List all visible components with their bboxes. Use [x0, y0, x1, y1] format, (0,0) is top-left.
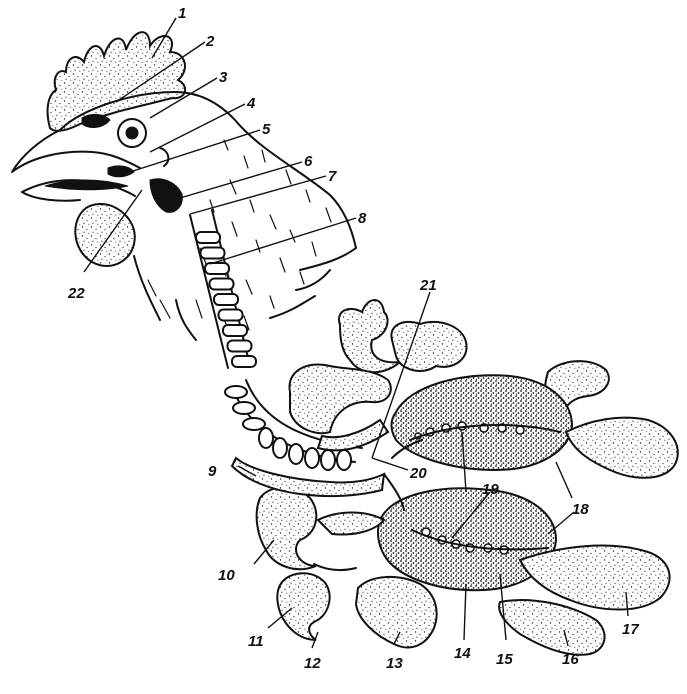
tracheal-ring: [196, 232, 220, 243]
label-18: 18: [572, 501, 589, 518]
trachea-upper: [190, 210, 256, 368]
upper-lung: [392, 375, 573, 470]
tracheal-ring: [243, 418, 265, 430]
label-9: 9: [208, 463, 217, 480]
tracheal-ring: [232, 356, 256, 367]
larynx: [150, 179, 182, 213]
tracheal-ring: [305, 448, 319, 468]
label-21: 21: [419, 277, 437, 294]
comb: [48, 32, 186, 131]
label-12: 12: [304, 655, 321, 672]
label-2: 2: [205, 33, 215, 50]
label-10: 10: [218, 567, 235, 584]
nostril-region: [82, 114, 110, 127]
posterior-air-sac-lower: [520, 546, 670, 610]
tracheal-ring: [289, 444, 303, 464]
air-sacs: [232, 300, 678, 655]
tracheal-ring: [214, 294, 238, 305]
thoracic-air-sac: [257, 488, 317, 570]
label-3: 3: [219, 69, 228, 86]
tracheal-ring: [210, 279, 234, 290]
tracheal-ring: [259, 428, 273, 448]
tracheal-ring: [233, 402, 255, 414]
label-20: 20: [409, 465, 427, 482]
tracheal-ring: [205, 263, 229, 274]
label-14: 14: [454, 645, 471, 662]
tracheal-ring: [337, 450, 351, 470]
label-11: 11: [248, 633, 264, 650]
tracheal-ring: [321, 450, 335, 470]
label-1: 1: [178, 5, 186, 22]
label-13: 13: [386, 655, 403, 672]
tracheal-ring: [228, 341, 252, 352]
posterior-air-sac-upper: [566, 418, 678, 478]
label-16: 16: [562, 651, 579, 668]
tracheal-ring: [273, 438, 287, 458]
label-7: 7: [328, 168, 337, 185]
label-19: 19: [482, 481, 499, 498]
tracheal-ring: [201, 248, 225, 259]
tracheal-ring: [225, 386, 247, 398]
label-8: 8: [358, 210, 367, 227]
label-17: 17: [622, 621, 639, 638]
tracheal-ring: [219, 310, 243, 321]
label-22: 22: [67, 285, 85, 302]
label-6: 6: [304, 153, 313, 170]
label-5: 5: [262, 121, 271, 138]
label-4: 4: [246, 95, 256, 112]
chicken-head: [12, 32, 356, 340]
neck-back: [270, 248, 356, 318]
tracheal-ring: [223, 325, 247, 336]
label-15: 15: [496, 651, 513, 668]
